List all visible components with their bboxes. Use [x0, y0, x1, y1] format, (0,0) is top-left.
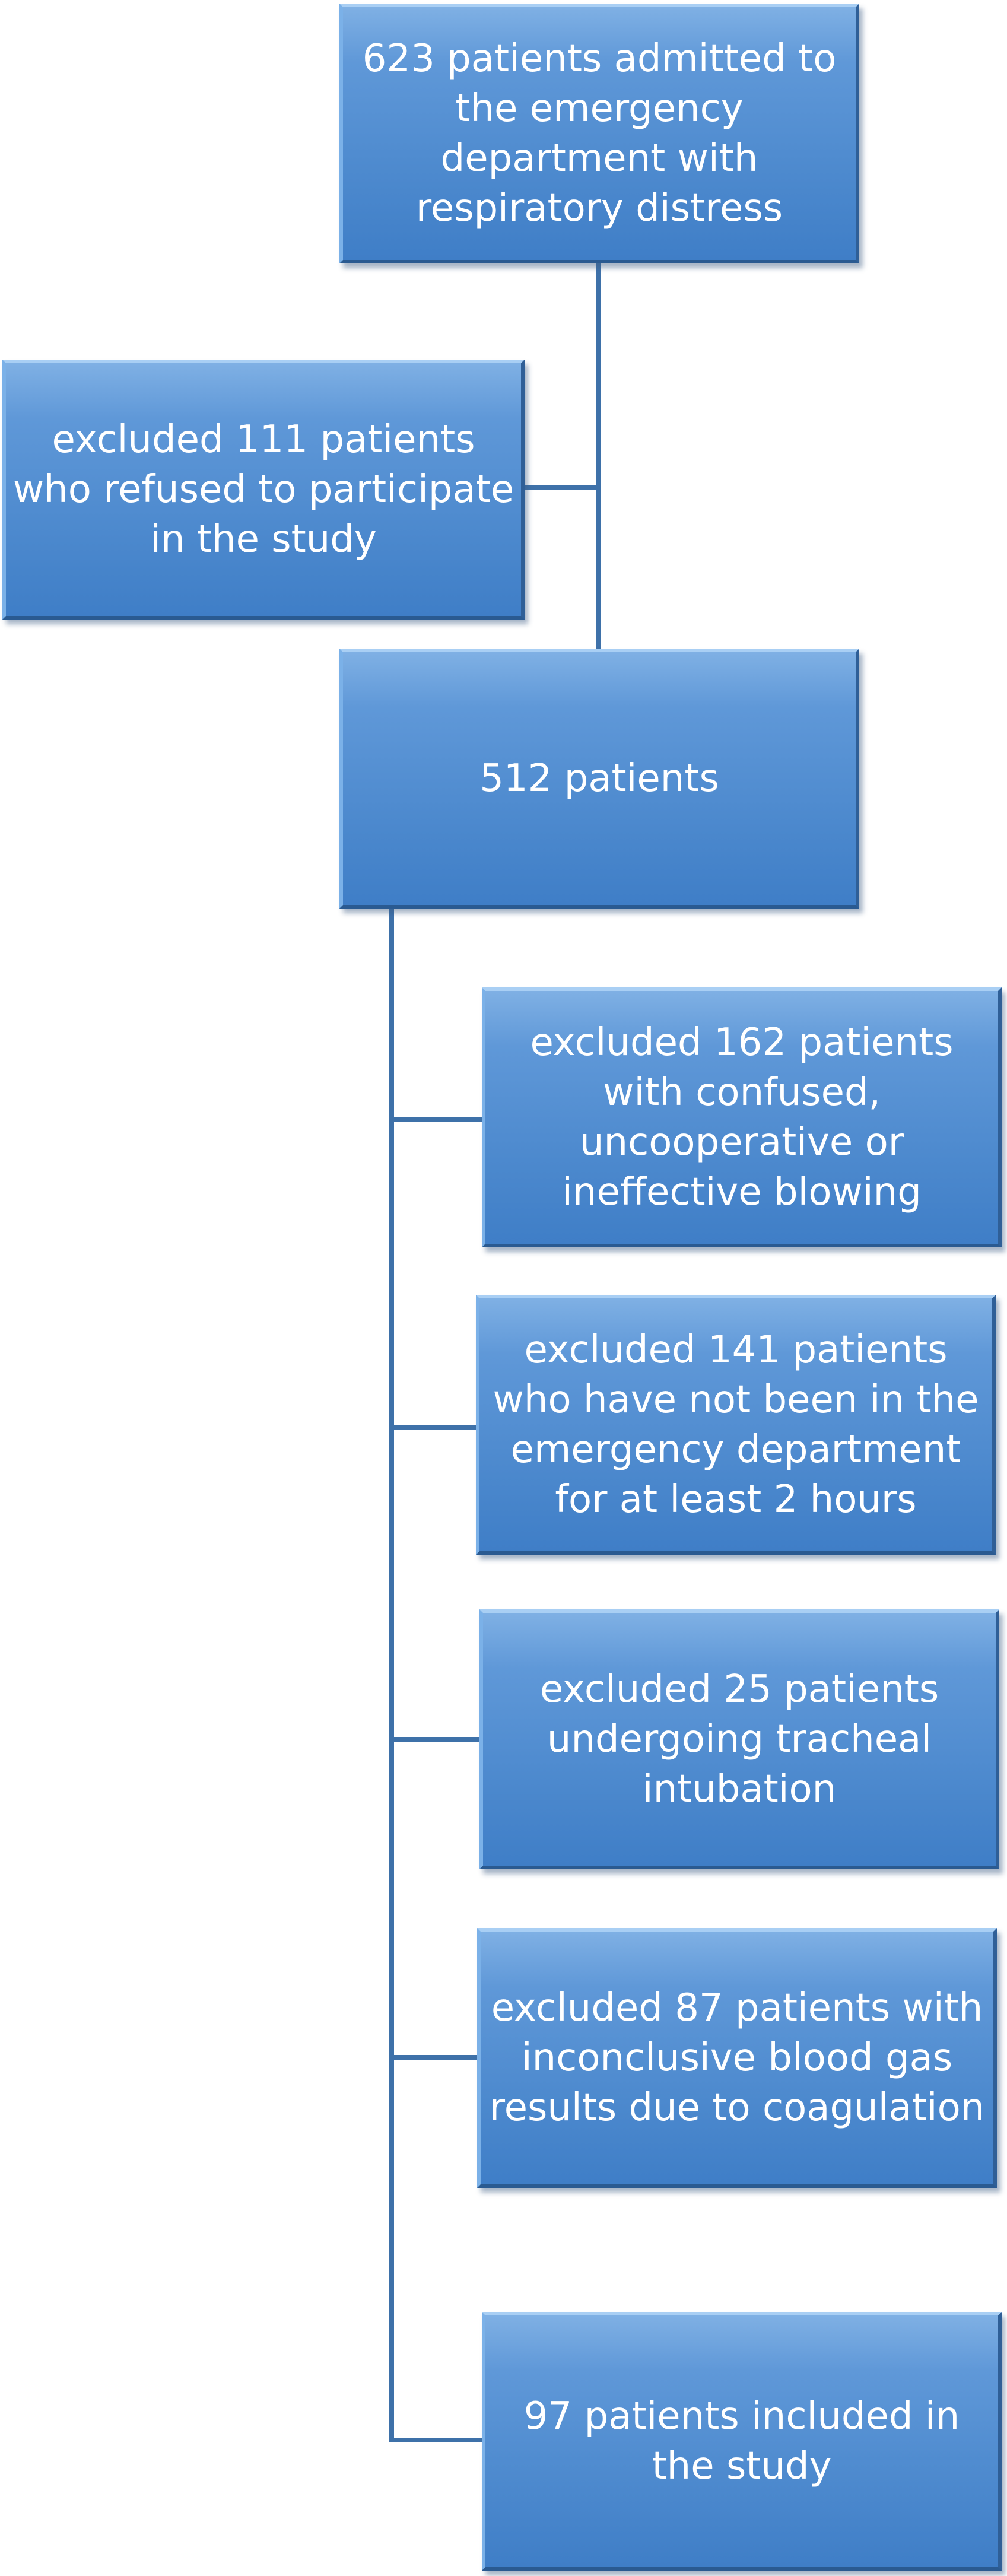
excluded-time-text: excluded 141 patients who have not been …	[493, 1328, 979, 1522]
excluded-coagulation-box: excluded 87 patients with inconclusive b…	[477, 1928, 997, 2188]
excluded-confused-text: excluded 162 patients with confused, unc…	[530, 1021, 954, 1214]
excluded-refused-text: excluded 111 patients who refused to par…	[12, 418, 514, 561]
remaining-patients-box: 512 patients	[339, 649, 859, 909]
excluded-time-box: excluded 141 patients who have not been …	[476, 1295, 996, 1555]
connector-branch-time	[389, 1425, 477, 1430]
connector-branch-intubation	[389, 1737, 481, 1742]
excluded-refused-box: excluded 111 patients who refused to par…	[2, 360, 525, 620]
connector-branch-coagulation	[389, 2055, 478, 2060]
excluded-coagulation-text: excluded 87 patients with inconclusive b…	[489, 1986, 985, 2130]
connector-exclusion-trunk	[389, 906, 394, 2442]
connector-refused-branch	[523, 485, 601, 490]
connector-admitted-to-remaining	[596, 261, 601, 650]
admitted-patients-text: 623 patients admitted to the emergency d…	[362, 37, 837, 230]
included-patients-text: 97 patients included in the study	[523, 2394, 960, 2488]
connector-branch-included	[389, 2438, 483, 2442]
connector-branch-confused	[389, 1117, 483, 1122]
excluded-confused-box: excluded 162 patients with confused, unc…	[482, 987, 1002, 1247]
excluded-intubation-text: excluded 25 patients undergoing tracheal…	[539, 1667, 939, 1811]
remaining-patients-text: 512 patients	[479, 757, 719, 801]
included-patients-box: 97 patients included in the study	[482, 2312, 1002, 2571]
admitted-patients-box: 623 patients admitted to the emergency d…	[339, 4, 859, 263]
excluded-intubation-box: excluded 25 patients undergoing tracheal…	[479, 1609, 999, 1869]
